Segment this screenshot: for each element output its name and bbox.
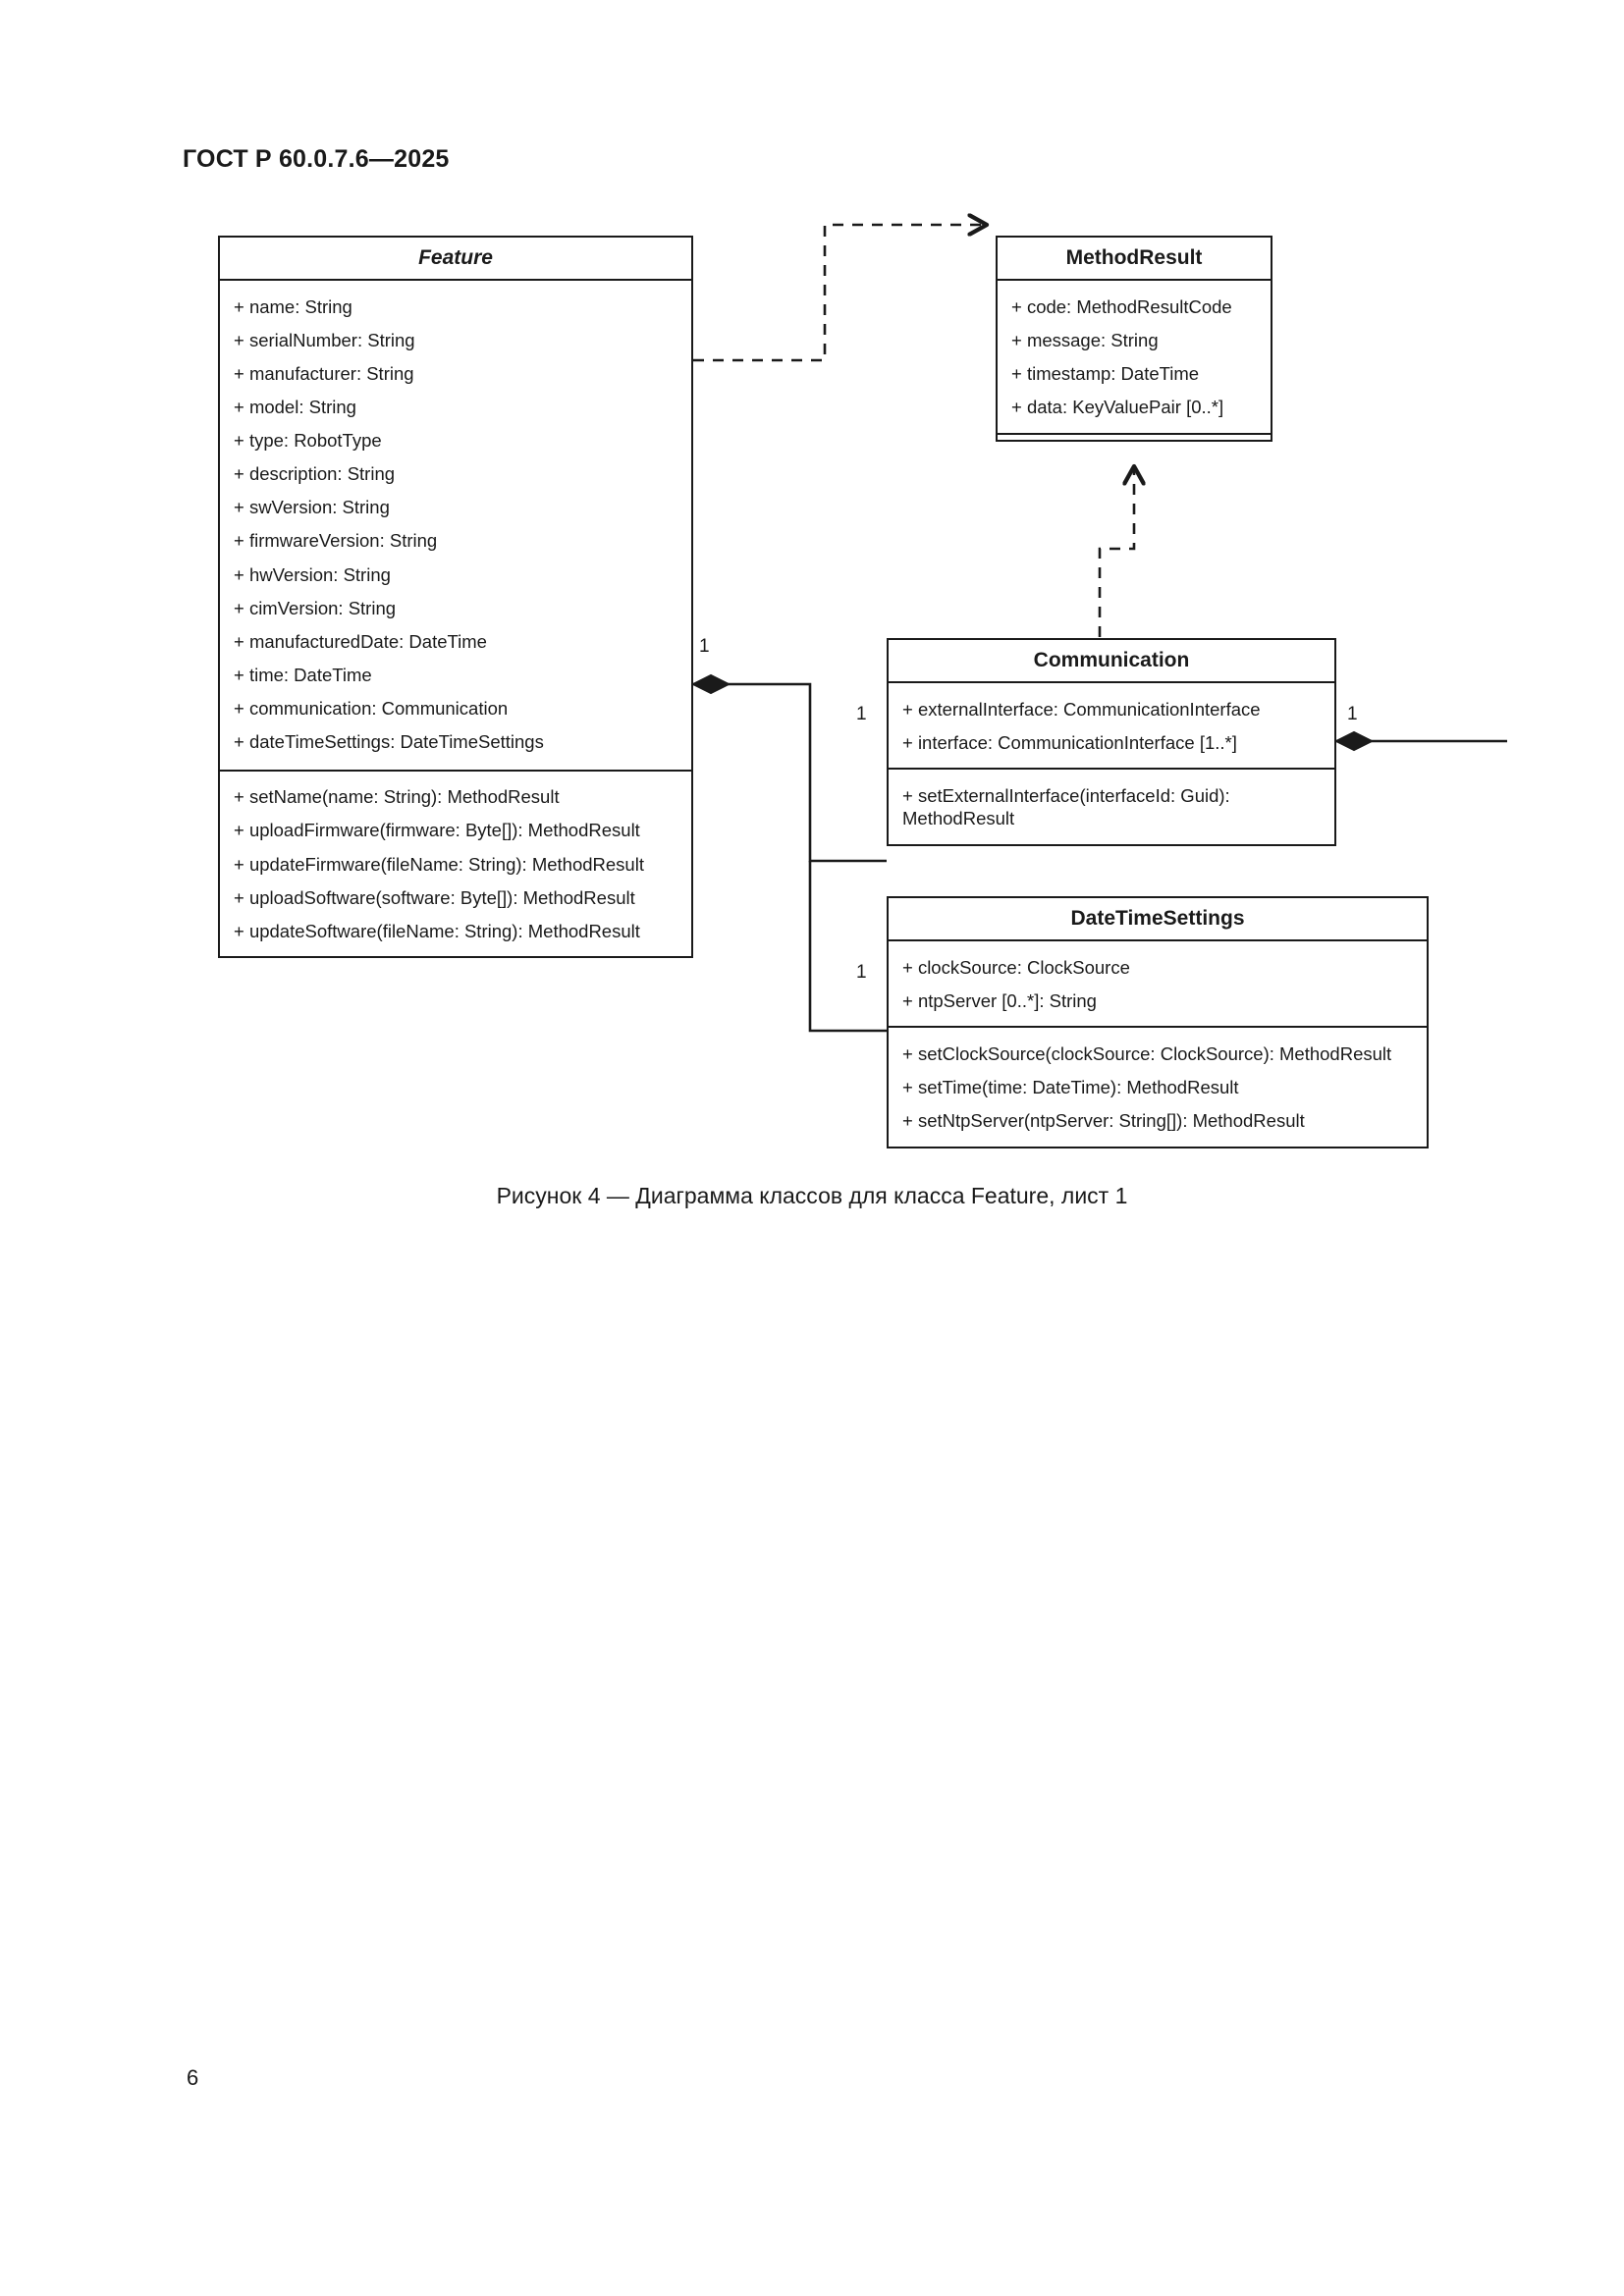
uml-member: + type: RobotType <box>234 430 382 452</box>
uml-member: + message: String <box>1011 329 1159 350</box>
uml-member: + uploadSoftware(software: Byte[]): Meth… <box>234 886 635 908</box>
uml-member: + setClockSource(clockSource: ClockSourc… <box>902 1042 1392 1064</box>
dependency-feature-to-methodresult <box>693 225 987 362</box>
uml-member: + interface: CommunicationInterface [1..… <box>902 731 1237 753</box>
uml-member: + externalInterface: CommunicationInterf… <box>902 698 1261 720</box>
operations-compartment-communication: + setExternalInterface(interfaceId: Guid… <box>889 768 1334 843</box>
dependency-communication-to-methodresult <box>1098 466 1134 637</box>
uml-class-communication: Communication + externalInterface: Commu… <box>887 638 1336 846</box>
document-header: ГОСТ Р 60.0.7.6—2025 <box>183 145 450 173</box>
class-name-feature: Feature <box>220 238 691 282</box>
operations-compartment-datetimesettings: + setClockSource(clockSource: ClockSourc… <box>889 1026 1427 1146</box>
uml-class-diagram: 1 1 1 1 Feature + name: String + serialNu… <box>218 0 1507 1148</box>
uml-member: + manufacturedDate: DateTime <box>234 630 487 652</box>
attributes-compartment-communication: + externalInterface: CommunicationInterf… <box>889 683 1334 768</box>
uml-member: + swVersion: String <box>234 497 390 518</box>
multiplicity-datetimesettings-left: 1 <box>856 962 867 983</box>
class-name-methodresult: MethodResult <box>998 238 1271 282</box>
multiplicity-feature-composition: 1 <box>699 636 710 657</box>
uml-member: + data: KeyValuePair [0..*] <box>1011 396 1224 417</box>
uml-member: + communication: Communication <box>234 698 509 720</box>
figure-caption: Рисунок 4 — Диаграмма классов для класса… <box>496 1183 1128 1208</box>
uml-member: + cimVersion: String <box>234 597 397 618</box>
uml-member: + time: DateTime <box>234 664 372 685</box>
uml-member: + model: String <box>234 396 356 417</box>
uml-member: + clockSource: ClockSource <box>902 956 1130 978</box>
uml-member: + manufacturer: String <box>234 362 414 384</box>
multiplicity-communication-right: 1 <box>1347 704 1358 724</box>
attributes-compartment-methodresult: + code: MethodResultCode + message: Strin… <box>998 281 1271 433</box>
uml-member: + setTime(time: DateTime): MethodResult <box>902 1076 1239 1097</box>
class-name-datetimesettings: DateTimeSettings <box>889 898 1427 942</box>
uml-member: + serialNumber: String <box>234 329 415 350</box>
uml-member: + hwVersion: String <box>234 563 391 585</box>
multiplicity-communication-left: 1 <box>856 704 867 724</box>
uml-member: + ntpServer [0..*]: String <box>902 989 1097 1011</box>
composition-diamond-communication <box>1333 730 1375 752</box>
uml-member: + setName(name: String): MethodResult <box>234 786 560 808</box>
uml-member: + dateTimeSettings: DateTimeSettings <box>234 731 544 753</box>
uml-member: + timestamp: DateTime <box>1011 362 1200 384</box>
operations-compartment-methodresult <box>998 432 1271 440</box>
page-number: 6 <box>187 2065 199 2090</box>
uml-member: + setNtpServer(ntpServer: String[]): Met… <box>902 1110 1305 1132</box>
uml-member: + updateFirmware(fileName: String): Meth… <box>234 853 644 875</box>
uml-member: + firmwareVersion: String <box>234 530 438 552</box>
uml-member: + code: MethodResultCode <box>1011 295 1232 317</box>
uml-member: + updateSoftware(fileName: String): Meth… <box>234 920 640 941</box>
uml-member: + setExternalInterface(interfaceId: Guid… <box>902 784 1230 828</box>
uml-class-datetimesettings: DateTimeSettings + clockSource: ClockSou… <box>887 896 1429 1148</box>
uml-member: + uploadFirmware(firmware: Byte[]): Meth… <box>234 820 640 841</box>
attributes-compartment-datetimesettings: + clockSource: ClockSource + ntpServer [0… <box>889 941 1427 1026</box>
uml-member: + description: String <box>234 463 396 485</box>
class-name-communication: Communication <box>889 640 1334 684</box>
uml-member: + name: String <box>234 295 352 317</box>
composition-communication-right <box>1333 730 1507 752</box>
uml-class-feature: Feature + name: String + serialNumber: St… <box>218 236 693 959</box>
operations-compartment-feature: + setName(name: String): MethodResult + u… <box>220 769 691 957</box>
composition-diamond-feature <box>690 673 731 695</box>
attributes-compartment-feature: + name: String + serialNumber: String + ma… <box>220 281 691 770</box>
uml-class-methodresult: MethodResult + code: MethodResultCode + m… <box>996 236 1272 442</box>
